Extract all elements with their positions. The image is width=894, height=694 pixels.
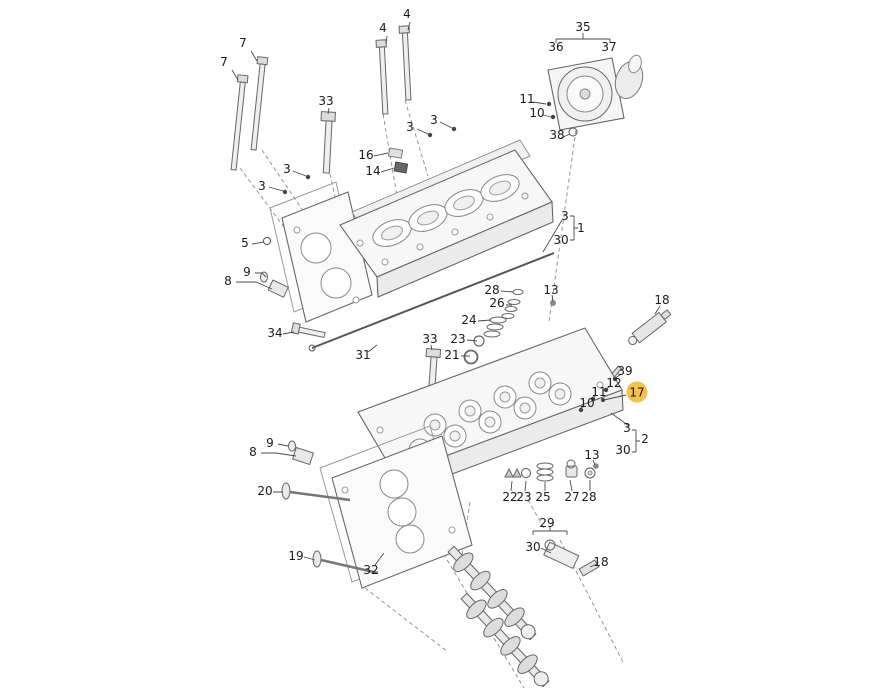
part-label-13[interactable]: 13 [543,283,559,297]
valve-small-parts-row [504,459,599,482]
part-label-30[interactable]: 30 [525,540,541,554]
ball-13-upper [550,300,556,306]
part-label-29[interactable]: 29 [539,516,555,530]
vacuum-pump [547,54,644,131]
part-label-9[interactable]: 9 [266,436,274,450]
valve-20 [281,482,351,502]
part-label-18[interactable]: 18 [593,555,609,569]
part-label-4[interactable]: 4 [379,21,387,35]
part-label-11[interactable]: 11 [591,385,607,399]
part-label-11[interactable]: 11 [519,92,535,106]
part-label-8[interactable]: 8 [249,445,257,459]
part-label-23[interactable]: 23 [516,490,532,504]
part-label-10[interactable]: 10 [529,106,545,120]
leader-lines [231,21,661,568]
part-label-34[interactable]: 34 [267,326,283,340]
part-label-26[interactable]: 26 [489,296,505,310]
part-label-25[interactable]: 25 [535,490,551,504]
valve-18-lower [578,559,600,577]
oil-tube-part-31 [308,252,555,352]
part-label-7[interactable]: 7 [220,55,228,69]
head-bolt-7a [230,74,249,171]
part-label-23[interactable]: 23 [450,332,466,346]
cap-14 [393,161,409,174]
part-label-28[interactable]: 28 [484,283,500,297]
plug-9-lower [288,440,315,466]
part-label-16[interactable]: 16 [358,148,374,162]
part-label-22[interactable]: 22 [502,490,518,504]
head-bolt-7b [250,56,269,151]
bolt-34 [290,322,326,339]
lower-head-gasket [319,425,473,589]
part-label-3[interactable]: 3 [283,162,291,176]
part-label-38[interactable]: 38 [549,128,565,142]
lower-cylinder-head [357,327,624,496]
alignment-dashed-lines [239,99,625,689]
part-label-3[interactable]: 3 [430,113,438,127]
part-label-7[interactable]: 7 [239,36,247,50]
part-label-3[interactable]: 3 [561,209,569,223]
part-label-17[interactable]: 17 [626,381,648,403]
part-label-30[interactable]: 30 [615,443,631,457]
part-label-2[interactable]: 2 [641,432,649,446]
part-label-21[interactable]: 21 [444,348,460,362]
part-label-20[interactable]: 20 [257,484,273,498]
part-label-1[interactable]: 1 [577,221,585,235]
part-label-10[interactable]: 10 [579,396,595,410]
valve-18-upper [628,309,672,346]
upper-cylinder-head [339,139,554,298]
part-label-33[interactable]: 33 [318,94,334,108]
part-label-3[interactable]: 3 [258,179,266,193]
part-label-9[interactable]: 9 [243,265,251,279]
part-label-30[interactable]: 30 [553,233,569,247]
camshaft-1 [447,545,537,641]
part-label-18[interactable]: 18 [654,293,670,307]
part-label-32[interactable]: 32 [363,563,379,577]
part-label-27[interactable]: 27 [564,490,580,504]
part-label-36[interactable]: 36 [548,40,564,54]
part-label-35[interactable]: 35 [575,20,591,34]
part-label-33[interactable]: 33 [422,332,438,346]
part-label-19[interactable]: 19 [288,549,304,563]
part-label-4[interactable]: 4 [403,7,411,21]
part-label-13[interactable]: 13 [584,448,600,462]
part-label-31[interactable]: 31 [355,348,371,362]
part-label-12[interactable]: 12 [606,376,622,390]
part-label-37[interactable]: 37 [601,40,617,54]
small-fasteners [263,101,618,413]
part-label-39[interactable]: 39 [617,364,633,378]
group-brackets [532,33,640,535]
part-label-8[interactable]: 8 [224,274,232,288]
camshaft-2 [460,592,550,688]
bolt-4a [375,39,389,115]
bolt-4b [398,25,412,101]
part-label-3[interactable]: 3 [406,120,414,134]
guide-29-30 [543,539,580,570]
part-label-3[interactable]: 3 [623,421,631,435]
part-label-5[interactable]: 5 [241,236,249,250]
plug-9-upper [260,271,289,298]
bolt-33-upper [320,111,336,174]
part-label-24[interactable]: 24 [461,313,477,327]
plug-16 [387,147,404,159]
part-label-14[interactable]: 14 [365,164,381,178]
part-label-28[interactable]: 28 [581,490,597,504]
